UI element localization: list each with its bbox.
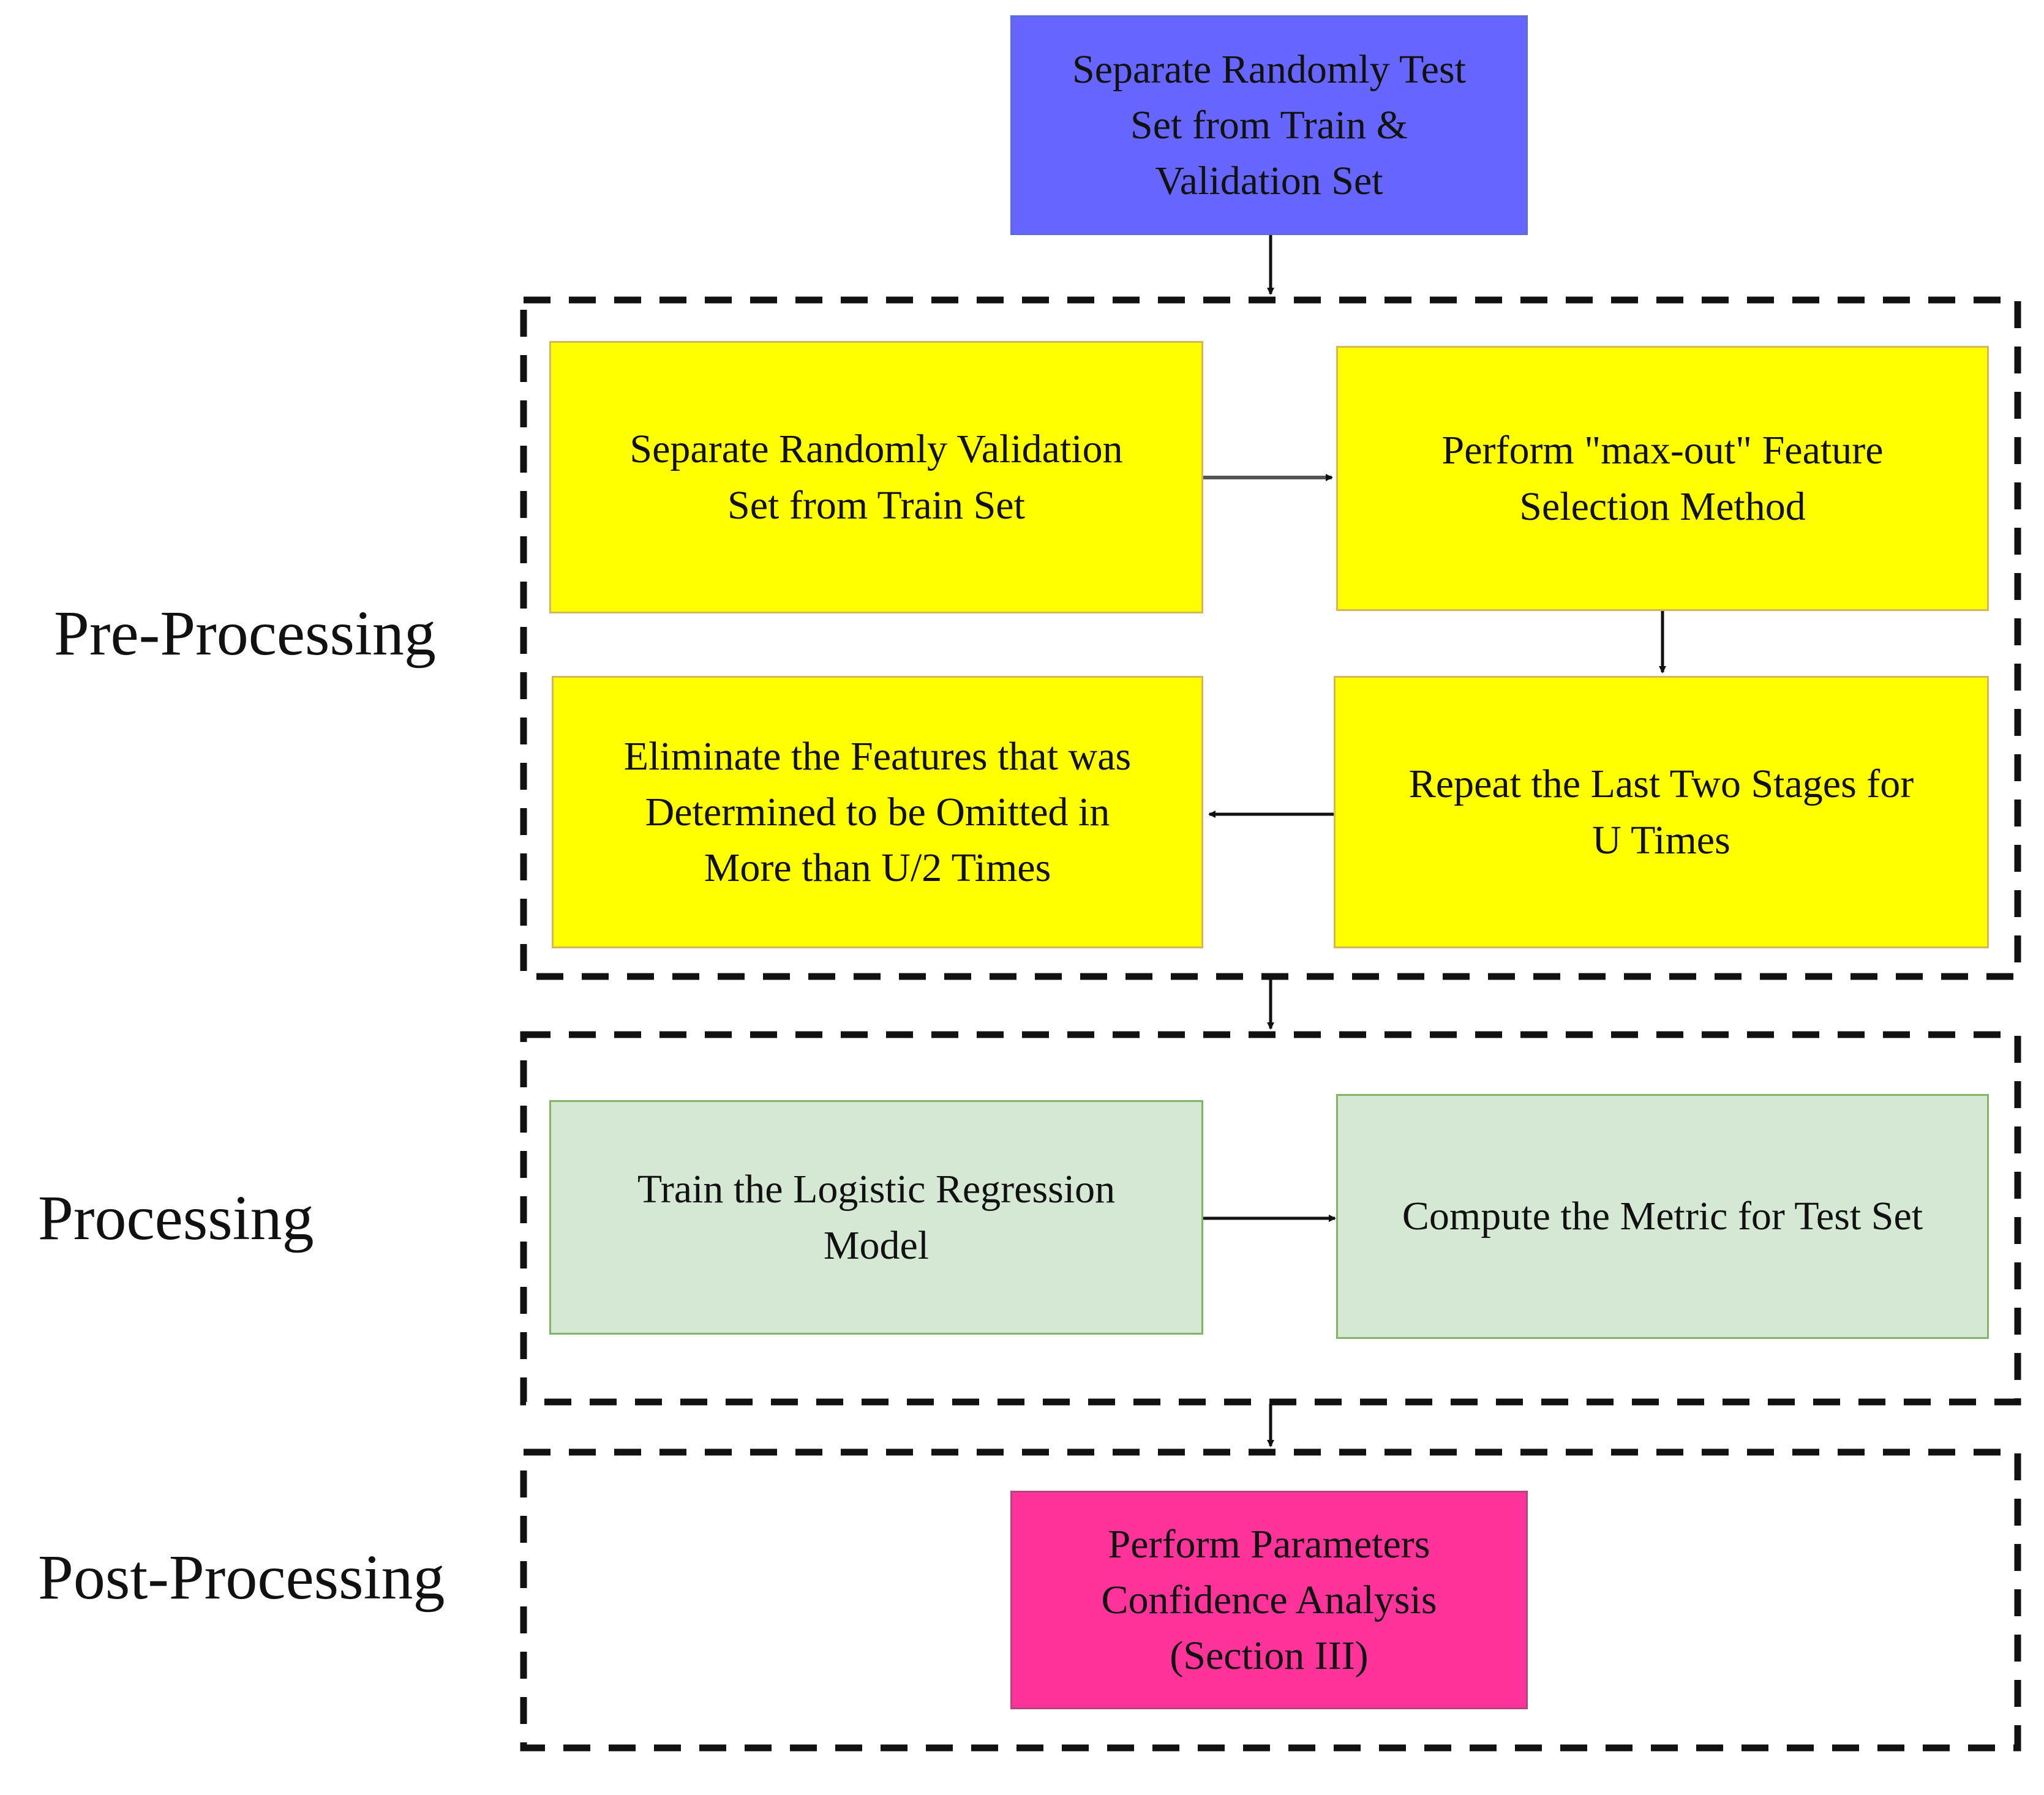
- confidence-analysis-box: Perform Parameters Confidence Analysis (…: [1010, 1491, 1528, 1709]
- separate-test-set-text: Separate Randomly Test Set from Train & …: [1072, 47, 1467, 204]
- eliminate-features-box: Eliminate the Features that was Determin…: [552, 676, 1203, 948]
- repeat-stages-text: Repeat the Last Two Stages for U Times: [1408, 762, 1914, 863]
- compute-metric-text: Compute the Metric for Test Set: [1402, 1194, 1923, 1239]
- confidence-analysis-text: Perform Parameters Confidence Analysis (…: [1101, 1521, 1437, 1679]
- eliminate-features-text: Eliminate the Features that was Determin…: [623, 733, 1132, 891]
- train-logistic-regression-box: Train the Logistic Regression Model: [549, 1100, 1203, 1335]
- pre-processing-label: Pre-Processing: [54, 598, 436, 669]
- repeat-stages-box: Repeat the Last Two Stages for U Times: [1334, 676, 1989, 948]
- train-logistic-regression-text: Train the Logistic Regression Model: [637, 1167, 1116, 1268]
- post-processing-group: [520, 1448, 2021, 1752]
- separate-test-set-box: Separate Randomly Test Set from Train & …: [1010, 15, 1528, 235]
- post-processing-label: Post-Processing: [38, 1542, 445, 1613]
- processing-label: Processing: [38, 1183, 314, 1253]
- separate-validation-set-text: Separate Randomly Validation Set from Tr…: [629, 427, 1123, 528]
- pre-processing-group: [520, 296, 2021, 980]
- max-out-feature-selection-box: Perform "max-out" Feature Selection Meth…: [1336, 346, 1989, 611]
- compute-metric-box: Compute the Metric for Test Set: [1336, 1094, 1989, 1339]
- separate-validation-set-box: Separate Randomly Validation Set from Tr…: [549, 341, 1203, 613]
- processing-group: [520, 1031, 2021, 1406]
- max-out-feature-selection-text: Perform "max-out" Feature Selection Meth…: [1441, 428, 1884, 529]
